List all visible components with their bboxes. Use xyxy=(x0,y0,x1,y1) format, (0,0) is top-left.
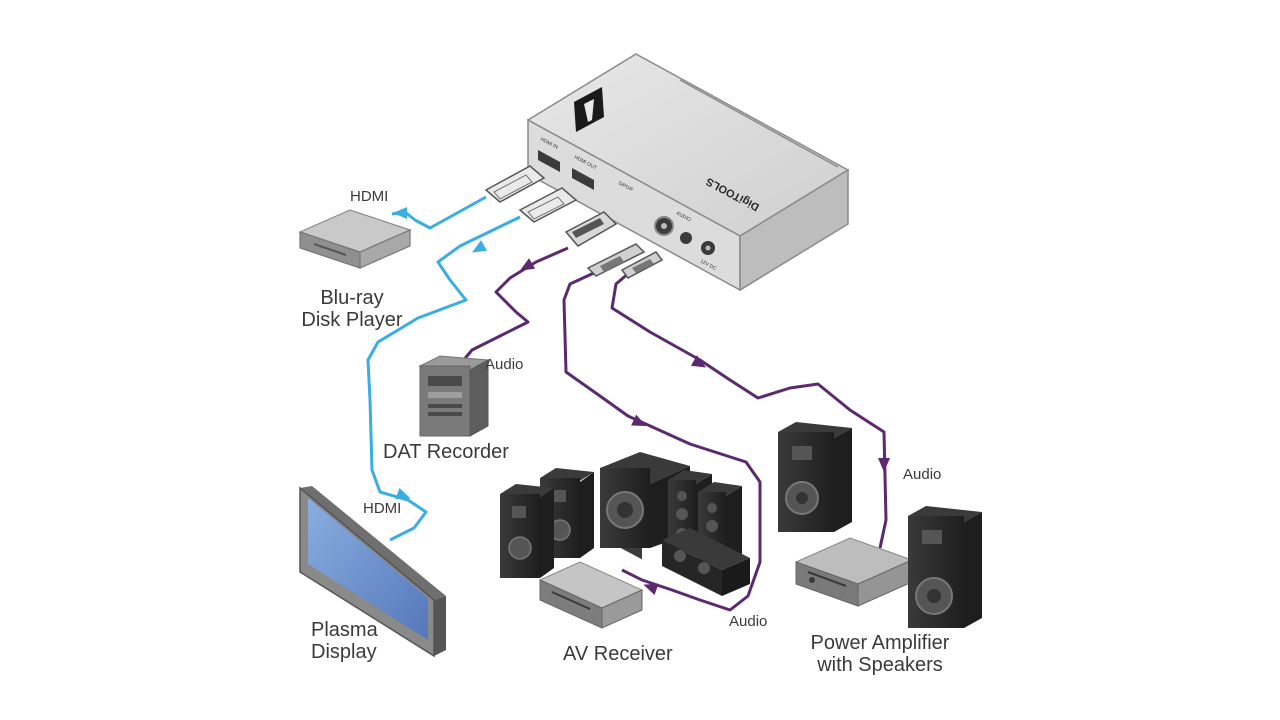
audio-receiver-cable xyxy=(562,270,762,612)
central-device: DigiTOOLS HDMI IN HDMI OUT S/PDIF AUDIO … xyxy=(526,53,850,560)
hdmi-plug-icon xyxy=(518,187,578,223)
kramer-logo-icon xyxy=(574,87,604,132)
flow-arrow-icons xyxy=(393,207,890,596)
bluray-label-line2: Disk Player xyxy=(301,308,403,331)
plasma-label-line1: Plasma xyxy=(311,619,378,641)
flow-arrow-icon xyxy=(643,583,659,596)
speaker-icon xyxy=(778,422,852,532)
audio-dat-cable-label: Audio xyxy=(485,356,524,373)
plasma-display xyxy=(299,486,446,658)
flow-arrow-icon xyxy=(519,258,536,271)
dat-recorder-label: DAT Recorder xyxy=(383,441,509,463)
hdmi-in-port xyxy=(538,150,560,172)
audio-jack-port xyxy=(680,232,692,244)
av-receiver-label: AV Receiver xyxy=(563,643,673,665)
audio-receiver-cable-label: Audio xyxy=(729,613,768,630)
av-receiver-device xyxy=(538,561,644,629)
amplifier-device xyxy=(794,537,914,607)
hdmi-out-cable-label: HDMI xyxy=(363,500,402,517)
power-amp-label-line1: Power Amplifier xyxy=(810,632,950,654)
bluray-label-line1: Blu-ray xyxy=(320,287,384,309)
flow-arrow-icon xyxy=(631,414,647,426)
hdmi-in-cable-label: HDMI xyxy=(350,188,389,205)
flow-arrow-icon xyxy=(471,240,488,253)
power-amp-label: Power Amplifier with Speakers xyxy=(795,632,965,676)
audio-amp-cable-label: Audio xyxy=(903,466,942,483)
hdmi-out-port xyxy=(572,168,594,190)
bluray-player xyxy=(298,209,412,269)
rca-plug-icon xyxy=(620,251,664,279)
plasma-label-line2: Display xyxy=(311,640,377,663)
hdmi-out-cable xyxy=(366,215,521,542)
flow-arrow-icon xyxy=(393,207,407,219)
power-amp-label-line2: with Speakers xyxy=(817,653,943,676)
rca-plug-icon xyxy=(586,243,646,277)
audio-dat-cable xyxy=(460,246,569,363)
subwoofer-icon xyxy=(600,452,690,548)
flow-arrow-icon xyxy=(690,355,707,368)
av-receiver-speakers xyxy=(500,452,750,629)
hdmi-plug-icon xyxy=(484,165,546,203)
flow-arrow-icon xyxy=(395,487,411,500)
speaker-icon xyxy=(500,484,554,578)
speaker-icon xyxy=(908,506,982,628)
audio-amp-cable xyxy=(610,270,888,549)
plasma-display-label: Plasma Display xyxy=(311,619,378,663)
center-speaker-icon xyxy=(662,528,750,596)
flow-arrow-icon xyxy=(878,458,890,472)
spdif-plug-icon xyxy=(564,211,618,247)
power-port xyxy=(701,241,715,255)
rca-port xyxy=(654,216,674,236)
bluray-label: Blu-ray Disk Player xyxy=(292,287,412,331)
dat-recorder xyxy=(418,355,490,437)
power-amp-speakers xyxy=(778,422,982,628)
